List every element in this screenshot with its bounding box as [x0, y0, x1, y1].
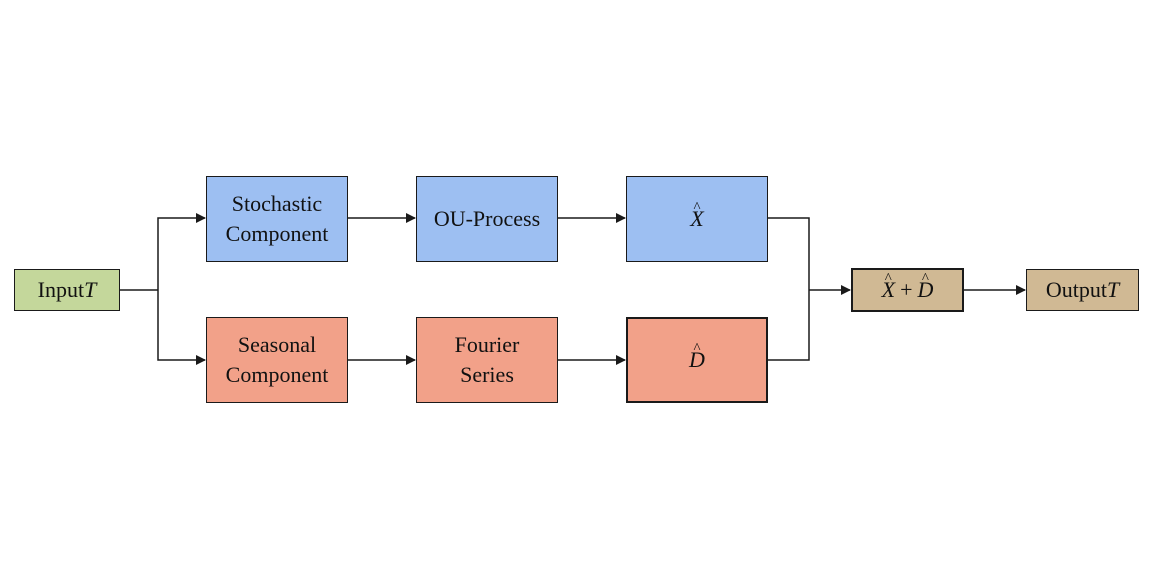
ou-process-node: OU-Process [416, 176, 558, 262]
fourier-label: Fourier Series [454, 332, 520, 387]
output-var: T [1106, 277, 1120, 302]
seasonal-component-node: Seasonal Component [206, 317, 348, 403]
sum-plus: + [900, 277, 913, 302]
x-hat-var: X [690, 204, 703, 234]
output-label: Output [1045, 277, 1107, 302]
edge-xhat-merge [767, 217, 810, 290]
output-node: Output T [1026, 269, 1139, 311]
d-hat-node: D [626, 317, 768, 403]
stochastic-label: Stochastic Component [225, 191, 329, 246]
input-node: Input T [14, 269, 120, 311]
stochastic-component-node: Stochastic Component [206, 176, 348, 262]
d-hat-var: D [689, 345, 705, 375]
input-var: T [84, 277, 97, 302]
ou-process-label: OU-Process [433, 206, 541, 231]
edge-split-stochastic [157, 213, 206, 290]
edge-dhat-merge [767, 290, 810, 361]
input-label: Input [37, 277, 85, 302]
fourier-series-node: Fourier Series [416, 317, 558, 403]
sum-x-hat-var: X [882, 275, 895, 305]
sum-d-hat-var: D [917, 275, 933, 305]
seasonal-label: Seasonal Component [225, 332, 329, 387]
x-hat-node: X [626, 176, 768, 262]
edge-split-seasonal [157, 290, 206, 365]
sum-node: X+D [851, 268, 964, 312]
